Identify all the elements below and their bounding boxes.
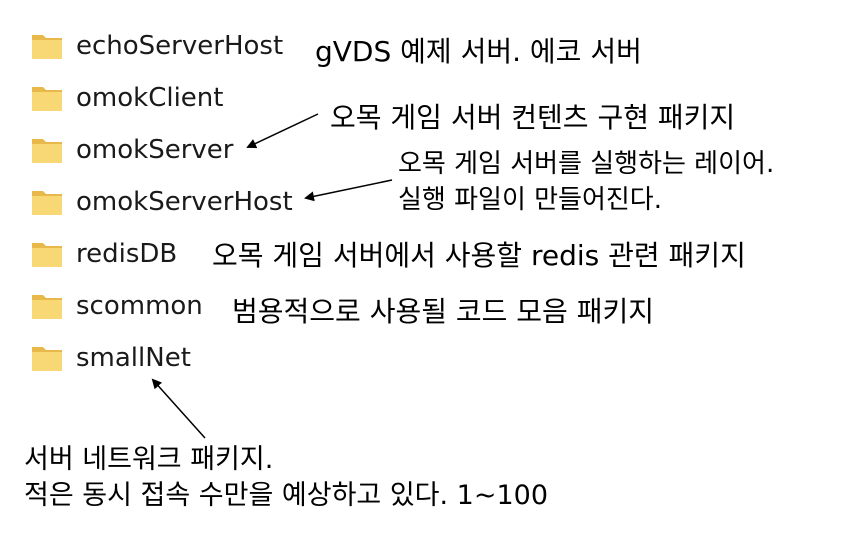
folder-label: smallNet xyxy=(76,343,191,373)
annotation-omok-server: 오목 게임 서버 컨텐츠 구현 패키지 xyxy=(330,101,736,134)
folder-icon xyxy=(30,237,64,271)
folder-icon xyxy=(30,29,64,63)
annotation-line: 적은 동시 접속 수만을 예상하고 있다. 1~100 xyxy=(24,480,549,511)
annotation-line: 실행 파일이 만들어진다. xyxy=(398,185,662,215)
folder-item-echoServerHost[interactable]: echoServerHost xyxy=(30,22,283,70)
annotation-line: 서버 네트워크 패키지. xyxy=(24,444,274,475)
folder-item-redisDB[interactable]: redisDB xyxy=(30,230,177,278)
folder-icon xyxy=(30,81,64,115)
arrow-to-omokServer xyxy=(246,113,319,149)
folder-label: redisDB xyxy=(76,239,178,269)
folder-label: echoServerHost xyxy=(76,31,284,61)
folder-icon xyxy=(30,133,64,167)
folder-item-omokServer[interactable]: omokServer xyxy=(30,126,233,174)
folder-item-omokClient[interactable]: omokClient xyxy=(30,74,223,122)
folder-icon xyxy=(30,289,64,323)
folder-label: omokClient xyxy=(76,83,224,113)
annotation-omok-server-host: 오목 게임 서버를 실행하는 레이어. 실행 파일이 만들어진다. xyxy=(398,146,774,218)
folder-item-omokServerHost[interactable]: omokServerHost xyxy=(30,178,293,226)
folder-label: omokServerHost xyxy=(76,187,293,217)
annotation-scommon: 범용적으로 사용될 코드 모음 패키지 xyxy=(232,295,655,328)
folder-item-smallNet[interactable]: smallNet xyxy=(30,334,191,382)
annotation-redis-db: 오목 게임 서버에서 사용할 redis 관련 패키지 xyxy=(212,239,746,272)
arrow-to-smallNet xyxy=(151,378,206,439)
annotation-line: 오목 게임 서버를 실행하는 레이어. xyxy=(398,149,775,179)
arrow-to-omokServerHost xyxy=(304,179,393,202)
folder-label: omokServer xyxy=(76,135,234,165)
annotation-echo-server-host: gVDS 예제 서버. 에코 서버 xyxy=(315,35,642,68)
folder-label: scommon xyxy=(76,291,203,321)
folder-icon xyxy=(30,185,64,219)
annotation-small-net: 서버 네트워크 패키지. 적은 동시 접속 수만을 예상하고 있다. 1~100 xyxy=(24,442,548,514)
folder-item-scommon[interactable]: scommon xyxy=(30,282,203,330)
folder-icon xyxy=(30,341,64,375)
